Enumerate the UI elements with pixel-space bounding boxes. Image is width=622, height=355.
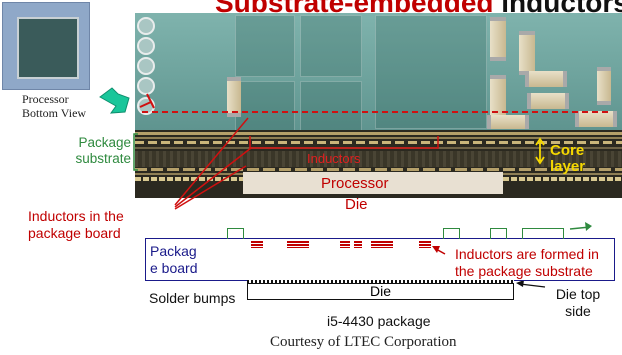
inductor-mark (354, 241, 362, 248)
capacitor (597, 67, 611, 105)
land-pad (137, 17, 155, 35)
package-substrate-label: Package substrate (75, 135, 131, 166)
courtesy-label: Courtesy of LTEC Corporation (270, 334, 457, 350)
pad-area (235, 15, 295, 77)
inductors-label: Inductors (307, 151, 361, 166)
solder-bumps-label: Solder bumps (149, 290, 236, 306)
capacitor (490, 17, 506, 61)
package-bottom-photo (135, 13, 622, 130)
processor-bottom-photo (2, 2, 90, 90)
capacitor (525, 71, 567, 87)
pad-area (300, 81, 362, 130)
capacitor (527, 93, 569, 109)
die-top-side-label: Die top side (555, 286, 601, 319)
inductor-mark (371, 241, 393, 248)
pad-area (375, 15, 487, 129)
inductor-mark (340, 241, 350, 248)
processor-chip (17, 17, 79, 79)
solder-bumps (247, 280, 514, 284)
bump-outline (522, 228, 564, 239)
inductors-in-board-label: Inductors in the package board (28, 208, 124, 241)
capacitor (487, 115, 529, 129)
inductor-mark (287, 241, 309, 248)
capacitor (227, 77, 241, 117)
processor-die-region (243, 172, 503, 194)
arrow-icon (146, 93, 155, 109)
package-name-label: i5-4430 package (327, 313, 431, 329)
inductors-formed-label: Inductors are formed in the package subs… (455, 246, 599, 279)
bump-outline (227, 228, 244, 239)
arrow-icon (516, 280, 524, 287)
core-layer-label: Core layer (550, 142, 586, 175)
bump-outline (443, 228, 460, 239)
inset-caption: Processor Bottom View (22, 92, 87, 120)
land-pad (137, 77, 155, 95)
arrow-icon (432, 246, 440, 253)
inductor-mark (419, 241, 431, 248)
bump-outline (490, 228, 507, 239)
core-layer-bracket-icon (535, 137, 545, 165)
inductor-mark (251, 241, 263, 248)
capacitor (575, 111, 617, 127)
arrow-icon (99, 87, 130, 114)
bracket-icon (133, 133, 138, 171)
land-pad (137, 37, 155, 55)
land-pad (137, 57, 155, 75)
processor-label: Processor (321, 175, 389, 192)
package-board-label: Packag e board (150, 243, 198, 276)
pad-area (300, 15, 362, 77)
die-label: Die (345, 196, 368, 213)
inductor-bracket (249, 136, 439, 149)
die-box: Die (247, 283, 514, 300)
arrow-icon (585, 222, 592, 231)
